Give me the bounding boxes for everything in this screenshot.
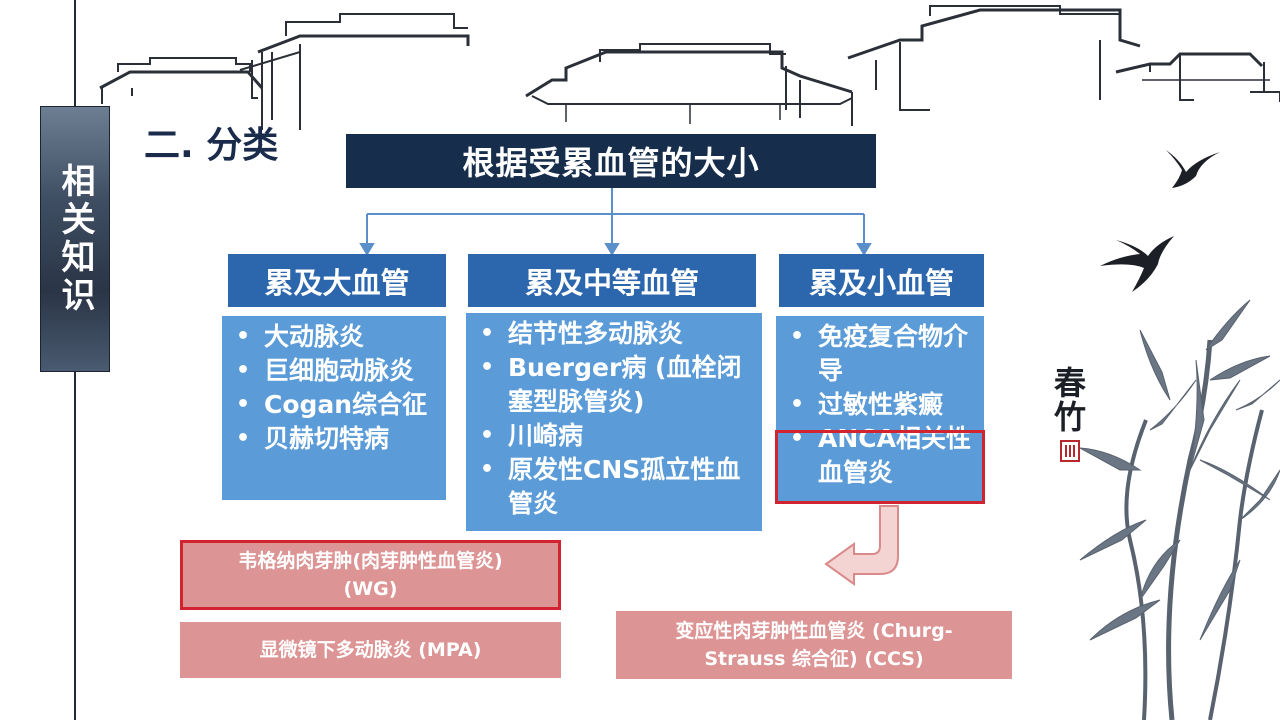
small-vessel-list: 免疫复合物介导 过敏性紫癜 ANCA相关性血管炎 — [776, 316, 984, 504]
medium-vessel-list: 结节性多动脉炎 Buerger病 (血栓闭塞型脉管炎) 川崎病 原发性CNS孤立… — [466, 313, 762, 531]
list-item: 贝赫切特病 — [230, 422, 438, 456]
swallow-icon — [1100, 236, 1174, 292]
tree-connectors — [359, 188, 872, 256]
seal-stamp-icon — [1060, 440, 1080, 462]
list-item: Cogan综合征 — [230, 388, 438, 422]
list-item: 过敏性紫癜 — [784, 388, 976, 422]
category-large-vessels: 累及大血管 — [228, 254, 446, 307]
subtype-ccs-box: 变应性肉芽肿性血管炎 (Churg- Strauss 综合征) (CCS) — [616, 611, 1012, 679]
subtype-ccs-line2: Strauss 综合征) (CCS) — [704, 648, 924, 670]
list-item: 免疫复合物介导 — [784, 320, 976, 388]
subtype-wg-line1: 韦格纳肉芽肿(肉芽肿性血管炎) — [238, 550, 503, 572]
side-tab: 相关知识 — [40, 106, 110, 372]
subtype-wg-line2: (WG) — [343, 578, 398, 600]
subtype-wg-box: 韦格纳肉芽肿(肉芽肿性血管炎) (WG) — [180, 540, 561, 610]
swallow-icon — [1166, 150, 1220, 188]
calligraphy-text: 春竹 — [1053, 364, 1086, 436]
list-item: 巨细胞动脉炎 — [230, 354, 438, 388]
section-title: 二. 分类 — [144, 125, 279, 166]
list-item: 川崎病 — [474, 419, 754, 453]
side-tab-label: 相关知识 — [55, 163, 95, 315]
large-vessel-list: 大动脉炎 巨细胞动脉炎 Cogan综合征 贝赫切特病 — [222, 316, 446, 500]
bamboo-illustration — [1079, 299, 1280, 720]
list-item: 原发性CNS孤立性血管炎 — [474, 453, 754, 521]
subtype-ccs-line1: 变应性肉芽肿性血管炎 (Churg- — [675, 620, 953, 642]
list-item: 结节性多动脉炎 — [474, 317, 754, 351]
rooftop-decoration — [99, 5, 1280, 130]
curved-arrow-icon — [824, 505, 899, 586]
anca-highlight-frame — [775, 430, 985, 504]
subtype-mpa-label: 显微镜下多动脉炎 (MPA) — [259, 639, 482, 661]
category-small-vessels: 累及小血管 — [779, 254, 984, 307]
list-item: 大动脉炎 — [230, 320, 438, 354]
main-header: 根据受累血管的大小 — [346, 134, 876, 188]
list-item: ANCA相关性血管炎 — [784, 422, 976, 490]
category-medium-vessels: 累及中等血管 — [468, 254, 756, 307]
list-item: Buerger病 (血栓闭塞型脉管炎) — [474, 351, 754, 419]
subtype-mpa-box: 显微镜下多动脉炎 (MPA) — [180, 622, 561, 678]
